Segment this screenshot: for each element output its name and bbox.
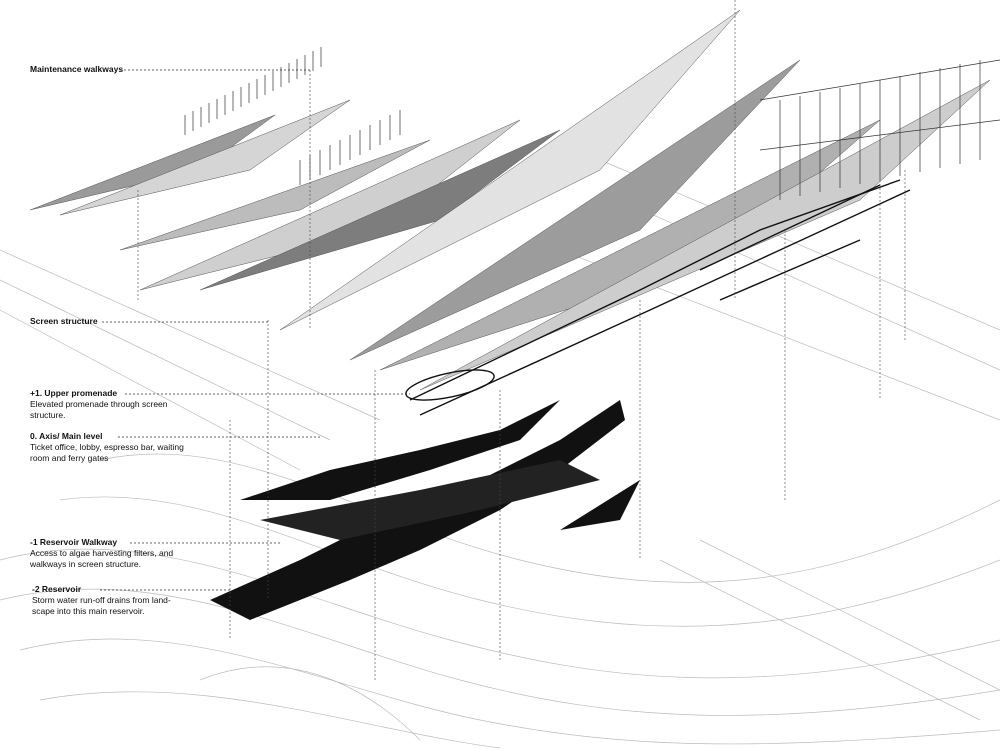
label-reservoir-walkway: -1 Reservoir Walkway Access to algae har… <box>30 537 180 570</box>
label-desc: Access to algae harvesting filters, and … <box>30 548 174 569</box>
label-title: Screen structure <box>30 316 98 326</box>
label-main-level: 0. Axis/ Main level Ticket office, lobby… <box>30 431 185 464</box>
label-maintenance-walkways: Maintenance walkways <box>30 64 123 75</box>
label-desc: Elevated promenade through screen struct… <box>30 399 168 420</box>
label-title: -2 Reservoir <box>32 584 82 594</box>
upper-promenade <box>405 179 911 416</box>
screen-structure <box>29 9 991 391</box>
label-title: 0. Axis/ Main level <box>30 431 103 441</box>
label-screen-structure: Screen structure <box>30 316 98 327</box>
label-desc: Storm water run-off drains from land-sca… <box>32 595 171 616</box>
label-leaders <box>100 69 410 591</box>
label-desc: Ticket office, lobby, espresso bar, wait… <box>30 442 184 463</box>
label-title: Maintenance walkways <box>30 64 124 74</box>
label-reservoir: -2 Reservoir Storm water run-off drains … <box>32 584 177 617</box>
label-title: -1 Reservoir Walkway <box>30 537 118 547</box>
label-upper-promenade: +1. Upper promenade Elevated promenade t… <box>30 388 180 421</box>
main-levels <box>210 400 640 620</box>
vertical-guides <box>137 0 906 680</box>
label-title: +1. Upper promenade <box>30 388 118 398</box>
